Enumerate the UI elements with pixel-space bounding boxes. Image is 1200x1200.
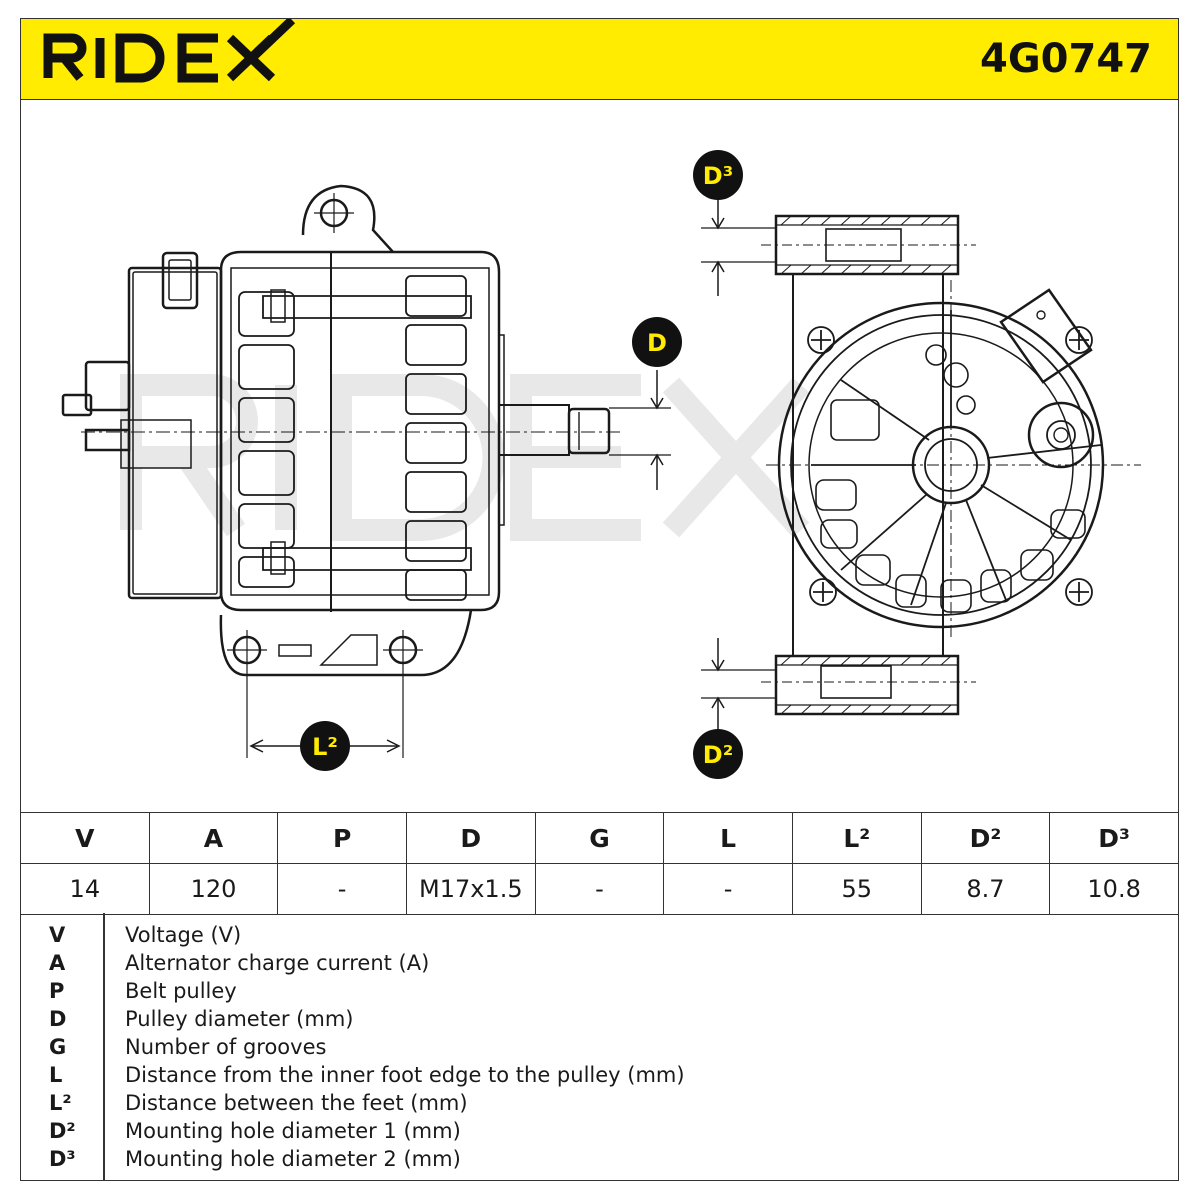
spec-value-d2: 8.7 bbox=[920, 863, 1051, 915]
legend-key: L² bbox=[49, 1091, 72, 1115]
spec-value-a: 120 bbox=[148, 863, 279, 915]
legend-key: G bbox=[49, 1035, 67, 1059]
spec-header-d2: D² bbox=[920, 812, 1051, 864]
spec-value-d3: 10.8 bbox=[1049, 863, 1179, 915]
legend-key: D² bbox=[49, 1119, 76, 1143]
spec-header-d3: D³ bbox=[1049, 812, 1179, 864]
marker-l2-label: L² bbox=[312, 733, 338, 761]
spec-header-v: V bbox=[20, 812, 150, 864]
spec-header-p: P bbox=[277, 812, 407, 864]
legend-item: P Belt pulley bbox=[21, 979, 1178, 1007]
legend-key: V bbox=[49, 923, 66, 947]
marker-d3-label: D³ bbox=[703, 162, 733, 190]
hatch-top bbox=[780, 215, 952, 275]
legend-item: D Pulley diameter (mm) bbox=[21, 1007, 1178, 1035]
legend-item: L² Distance between the feet (mm) bbox=[21, 1091, 1178, 1119]
marker-d2: D² bbox=[693, 729, 743, 779]
spec-header-row: V A P D G L L² D² D³ bbox=[20, 812, 1179, 864]
marker-d2-label: D² bbox=[703, 741, 733, 769]
part-number: 4G0747 bbox=[980, 36, 1152, 82]
marker-d-label: D bbox=[647, 329, 667, 357]
hatch-bottom bbox=[780, 655, 952, 715]
spec-header-l: L bbox=[663, 812, 793, 864]
watermark-logo bbox=[120, 374, 810, 541]
alternator-front-view bbox=[701, 196, 1141, 730]
legend-text: Number of grooves bbox=[125, 1035, 327, 1059]
spec-value-d: M17x1.5 bbox=[405, 863, 536, 915]
legend-item: A Alternator charge current (A) bbox=[21, 951, 1178, 979]
legend-text: Distance between the feet (mm) bbox=[125, 1091, 468, 1115]
marker-d3: D³ bbox=[693, 150, 743, 200]
legend-key: L bbox=[49, 1063, 63, 1087]
legend-item: D³ Mounting hole diameter 2 (mm) bbox=[21, 1147, 1178, 1175]
legend-key: P bbox=[49, 979, 65, 1003]
alternator-side-view bbox=[61, 184, 671, 758]
legend-item: L Distance from the inner foot edge to t… bbox=[21, 1063, 1178, 1091]
legend-text: Mounting hole diameter 2 (mm) bbox=[125, 1147, 461, 1171]
legend-text: Distance from the inner foot edge to the… bbox=[125, 1063, 685, 1087]
spec-header-g: G bbox=[534, 812, 665, 864]
spec-header-a: A bbox=[148, 812, 279, 864]
legend-item: G Number of grooves bbox=[21, 1035, 1178, 1063]
legend-item: V Voltage (V) bbox=[21, 923, 1178, 951]
marker-l2: L² bbox=[300, 721, 350, 771]
spec-value-v: 14 bbox=[20, 863, 150, 915]
spec-value-p: - bbox=[277, 863, 407, 915]
legend-item: D² Mounting hole diameter 1 (mm) bbox=[21, 1119, 1178, 1147]
spec-header-d: D bbox=[405, 812, 536, 864]
legend-key: A bbox=[49, 951, 66, 975]
spec-header-l2: L² bbox=[791, 812, 922, 864]
legend-text: Mounting hole diameter 1 (mm) bbox=[125, 1119, 461, 1143]
legend-text: Belt pulley bbox=[125, 979, 237, 1003]
legend-text: Pulley diameter (mm) bbox=[125, 1007, 354, 1031]
spec-value-g: - bbox=[534, 863, 665, 915]
spec-value-l2: 55 bbox=[791, 863, 922, 915]
ridex-logo bbox=[43, 18, 296, 83]
legend: V Voltage (V) A Alternator charge curren… bbox=[20, 913, 1179, 1181]
spec-table: V A P D G L L² D² D³ 14 120 - M17x1.5 - … bbox=[20, 812, 1179, 915]
legend-divider bbox=[103, 913, 105, 1180]
alternator-drawing: D³ D D² L² bbox=[61, 150, 1141, 779]
legend-text: Voltage (V) bbox=[125, 923, 242, 947]
spec-value-l: - bbox=[663, 863, 793, 915]
marker-d: D bbox=[632, 317, 682, 367]
legend-key: D³ bbox=[49, 1147, 76, 1171]
legend-key: D bbox=[49, 1007, 67, 1031]
legend-text: Alternator charge current (A) bbox=[125, 951, 430, 975]
spec-value-row: 14 120 - M17x1.5 - - 55 8.7 10.8 bbox=[20, 863, 1179, 915]
